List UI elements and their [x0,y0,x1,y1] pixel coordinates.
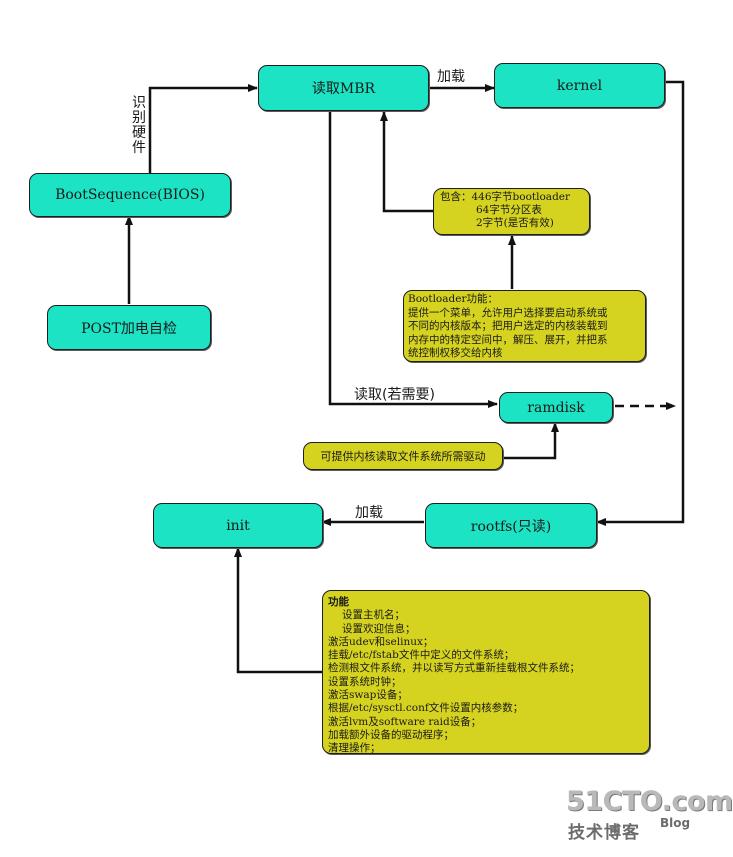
arrow-mbr-contents-to-mbr [380,111,433,213]
note-init-function: 功能 设置主机名； 设置欢迎信息； 激活udev和selinux； 挂载/etc… [322,590,650,754]
note-mbr-line: 包含：446字节bootloader [440,191,571,203]
note-init-line: 设置主机名； [342,609,405,622]
connector-lines [125,80,685,674]
node-read-mbr: 读取MBR [258,65,429,111]
note-bootloader-line: 不同的内核版本；把用户选定的内核装载到 [408,320,608,333]
note-ramdisk-driver: 可提供内核读取文件系统所需驱动 [303,442,503,470]
boot-process-diagram: 读取MBR kernel BootSequence(BIOS) POST加电自检… [29,63,733,846]
note-init-title: 功能 [328,596,349,608]
note-init-line: 激活swap设备； [328,689,408,702]
note-init-line: 根据/etc/sysctl.conf文件设置内核参数； [328,702,524,715]
note-ramdisk-text: 可提供内核读取文件系统所需驱动 [320,450,486,463]
watermark-site: 51CTO.com [566,786,733,817]
note-bootloader-line: 统控制权移交给内核 [408,347,503,360]
watermark-blog: Blog [660,816,691,830]
node-init: init [153,503,323,548]
label-load-init: 加载 [355,505,383,521]
watermark-logo: 51CTO.com 技术博客 Blog [560,786,733,846]
note-init-line: 设置系统时钟； [328,675,402,688]
note-init-line: 激活udev和selinux； [328,635,434,648]
node-rootfs: rootfs(只读) [425,503,597,548]
note-init-line: 激活lvm及software raid设备； [328,715,482,728]
note-init-line: 加载额外设备的驱动程序； [328,728,454,741]
note-bootloader-line: Bootloader功能： [408,293,498,305]
note-mbr-contents: 包含：446字节bootloader 64字节分区表 2字节(是否有效) [433,188,590,235]
note-bootloader-function: Bootloader功能： 提供一个菜单，允许用户选择要启动系统或 不同的内核版… [403,290,646,362]
arrow-bootsequence-to-mbr [148,84,258,173]
node-kernel: kernel [494,63,665,108]
arrow-kernel-to-rootfs [596,80,685,526]
note-bootloader-line: 提供一个菜单，允许用户选择要启动系统或 [408,306,608,319]
label-read-if-needed: 读取(若需要) [354,387,435,403]
arrow-mbr-to-ramdisk [328,112,498,408]
note-bootloader-line: 内存中的特定空间中，解压、展开，并把系 [408,333,608,346]
node-bootsequence: BootSequence(BIOS) [29,173,231,217]
note-init-line: 检测根文件系统，并以读写方式重新挂载根文件系统； [328,662,580,675]
note-mbr-line: 64字节分区表 [476,204,542,216]
label-identify-hardware: 识别硬件 [132,95,146,156]
note-init-line: 清理操作； [328,742,381,755]
arrow-ramdisk-note-to-ramdisk [503,422,559,460]
note-mbr-line: 2字节(是否有效) [476,217,554,229]
label-load-kernel: 加载 [437,69,465,85]
node-ramdisk: ramdisk [499,392,613,423]
note-init-line: 挂载/etc/fstab文件中定义的文件系统； [328,649,515,662]
watermark-subtitle: 技术博客 [568,823,640,843]
node-post: POST加电自检 [47,305,211,350]
arrow-init-note-to-init [234,547,322,674]
note-init-line: 设置欢迎信息； [342,622,416,635]
